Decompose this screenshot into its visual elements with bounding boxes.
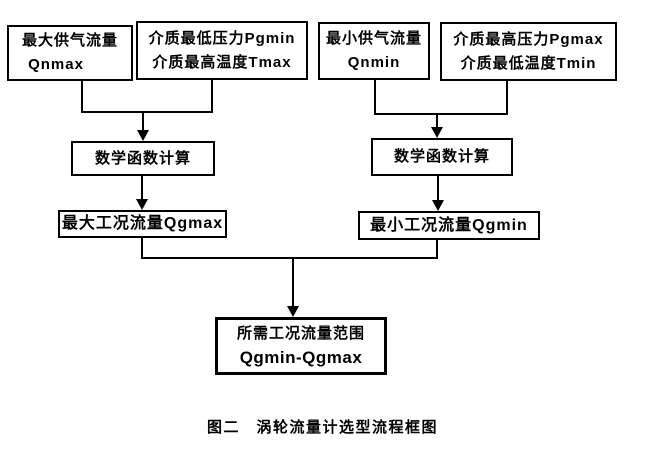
node-max-supply-flow-symbol: Qnmax — [28, 56, 84, 73]
node-max-working-flow: 最大工况流量Qgmax — [58, 210, 227, 238]
node-min-supply-flow: 最小供气流量 Qnmin — [318, 22, 430, 80]
arrowhead-bottom — [287, 306, 299, 317]
connector-left-merge — [81, 80, 213, 113]
figure-caption: 图二 涡轮流量计选型流程框图 — [206, 419, 438, 436]
arrowhead-left-mid — [136, 199, 148, 210]
node-required-flow-range-value: Qgmin-Qgmax — [239, 348, 363, 367]
node-min-working-flow: 最小工况流量Qgmin — [358, 211, 540, 240]
node-required-flow-range-label: 所需工况流量范围 — [236, 325, 365, 342]
node-math-calc-left: 数学函数计算 — [71, 141, 215, 176]
arrowhead-right-mid — [432, 200, 444, 211]
node-min-working-flow-label: 最小工况流量Qgmin — [370, 216, 528, 234]
node-min-pressure-label: 介质最低压力Pgmin — [148, 29, 296, 47]
node-max-working-flow-label: 最大工况流量Qgmax — [61, 215, 224, 232]
node-max-temp-label: 介质最高温度Tmax — [152, 53, 292, 71]
connector-bottom-merge — [141, 238, 438, 259]
node-max-pressure-min-temp: 介质最高压力Pgmax 介质最低温度Tmin — [440, 22, 617, 81]
node-min-supply-flow-label: 最小供气流量 — [325, 30, 422, 47]
node-max-supply-flow-label: 最大供气流量 — [21, 32, 118, 49]
arrowhead-right-top — [431, 127, 443, 138]
arrowhead-left-top — [137, 130, 149, 141]
node-math-calc-right-label: 数学函数计算 — [393, 148, 490, 165]
node-max-supply-flow: 最大供气流量 Qnmax — [7, 25, 133, 81]
node-math-calc-left-label: 数学函数计算 — [94, 149, 191, 167]
node-required-flow-range: 所需工况流量范围 Qgmin-Qgmax — [215, 317, 387, 375]
node-max-pressure-label: 介质最高压力Pgmax — [453, 30, 604, 48]
node-math-calc-right: 数学函数计算 — [371, 138, 513, 176]
node-min-temp-label: 介质最低温度Tmin — [460, 54, 597, 72]
node-min-pressure-max-temp: 介质最低压力Pgmin 介质最高温度Tmax — [136, 21, 308, 80]
connector-right-merge — [374, 80, 508, 115]
node-min-supply-flow-symbol: Qnmin — [347, 54, 401, 71]
